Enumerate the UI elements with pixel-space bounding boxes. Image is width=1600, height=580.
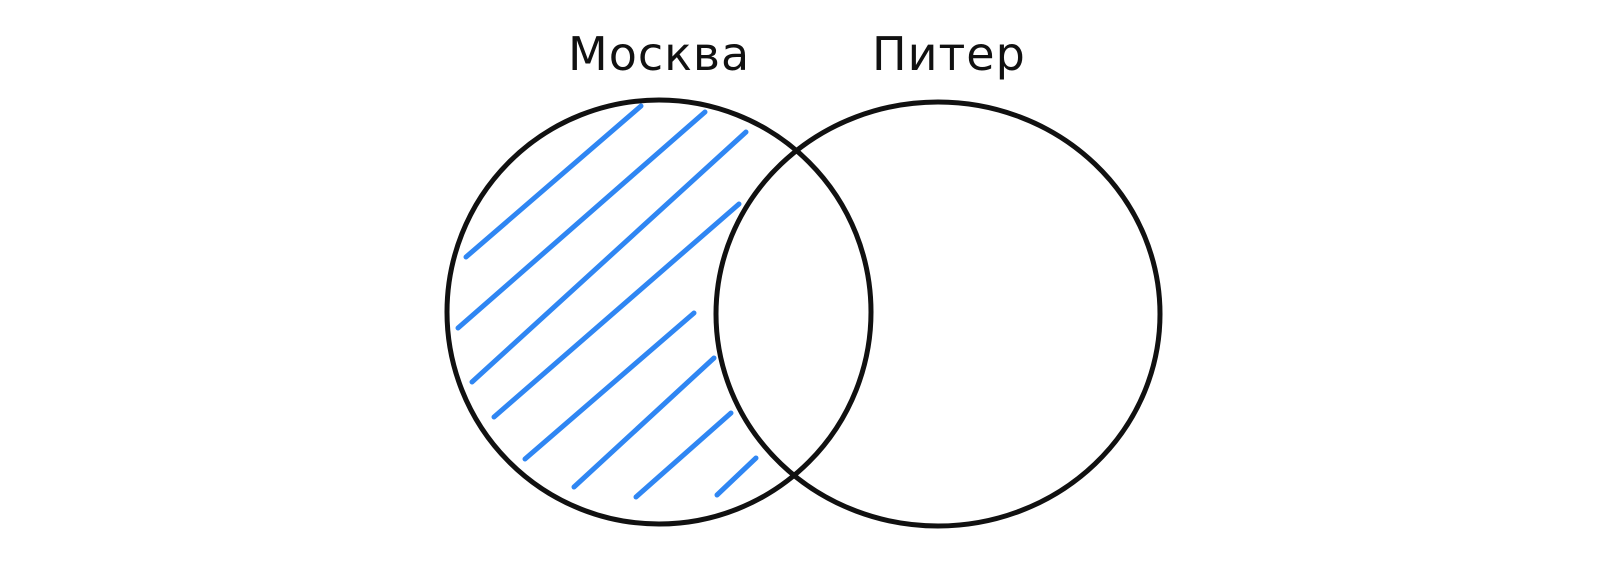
hatch-line-1 (463, 103, 644, 260)
piter-circle (713, 99, 1163, 529)
hatch-line-3 (469, 129, 749, 385)
hatch-line-7 (633, 410, 734, 500)
left-only-hatching (455, 103, 759, 500)
hatch-line-2 (455, 109, 708, 331)
set-label-moscow: Москва (568, 27, 751, 81)
moscow-circle (444, 97, 874, 527)
hatch-line-6 (571, 355, 717, 490)
set-label-piter: Питер (872, 27, 1026, 81)
hatch-line-8 (714, 455, 759, 498)
hatch-line-4 (491, 201, 742, 420)
hatch-line-5 (522, 310, 697, 462)
